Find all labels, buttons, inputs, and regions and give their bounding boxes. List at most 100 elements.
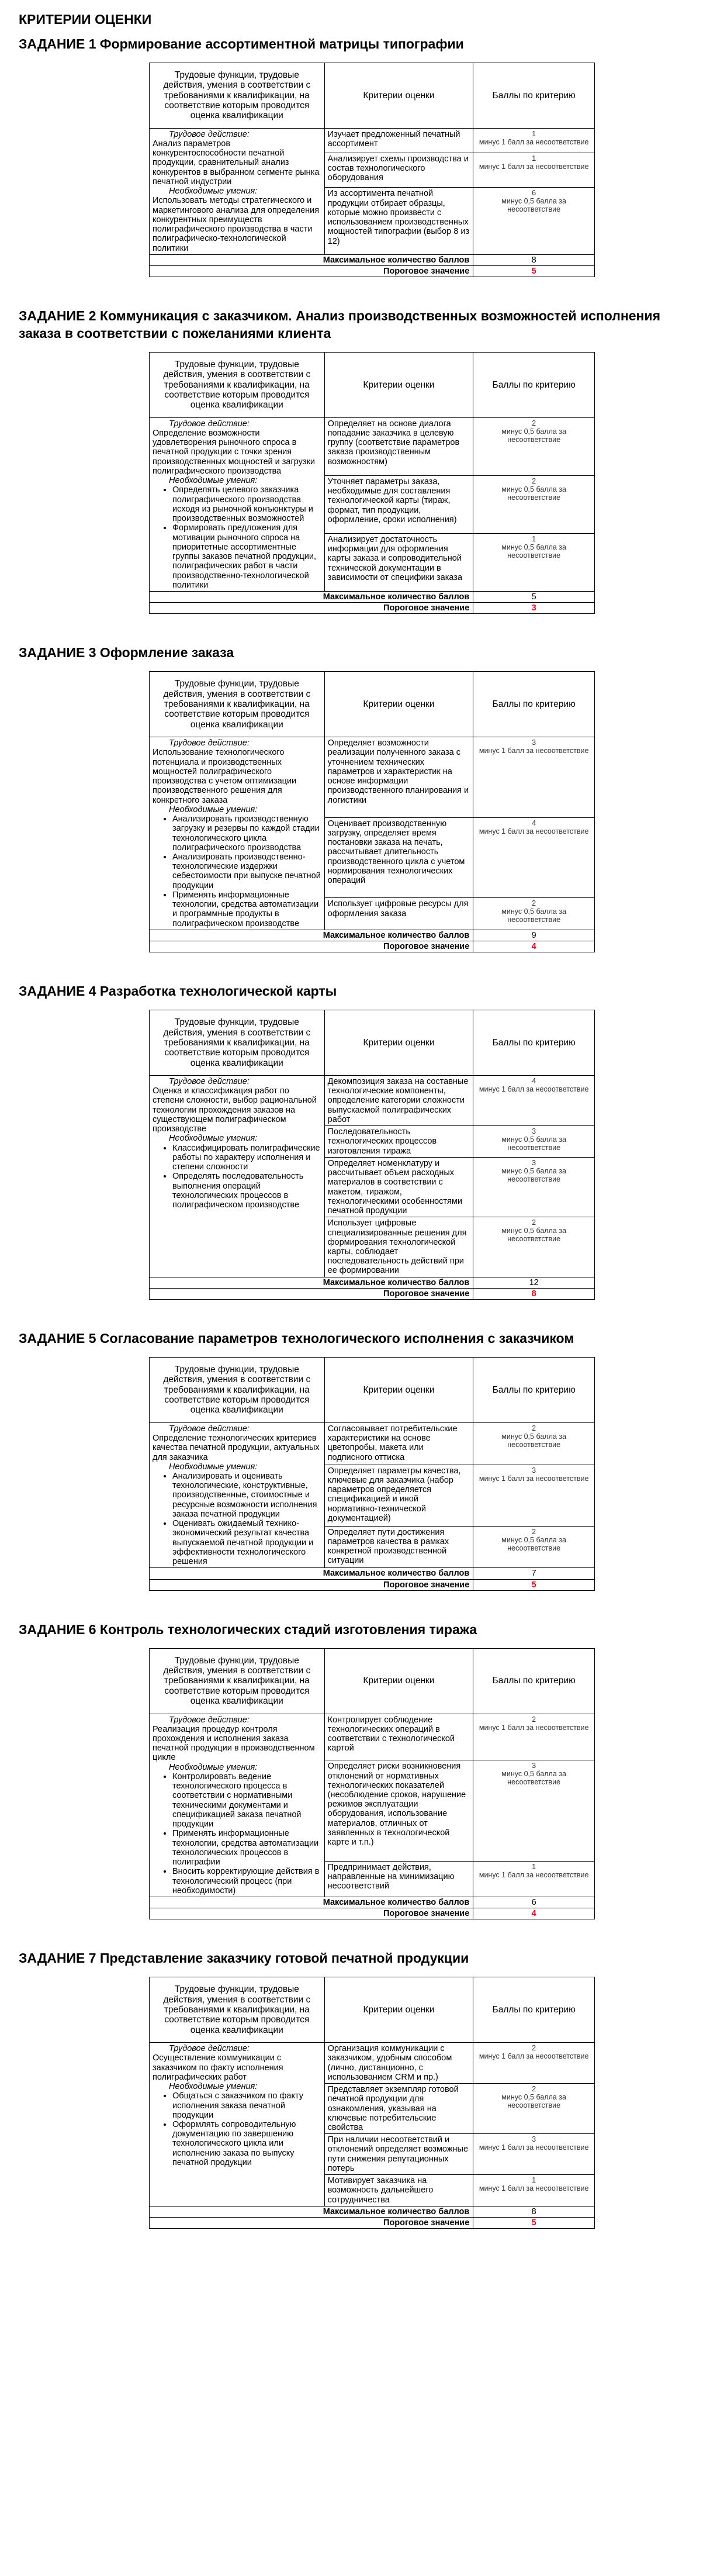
criterion-text: Определяет возможности реализации получе… bbox=[324, 737, 474, 818]
skills-label: Необходимые умения: bbox=[169, 804, 258, 814]
skill-item: Анализировать производственно-технологич… bbox=[172, 852, 321, 890]
action-text: Оценка и классификация работ по степени … bbox=[153, 1086, 317, 1134]
table-header-row: Трудовые функции, трудовые действия, уме… bbox=[149, 351, 595, 418]
criterion-text: Использует цифровые специализированные р… bbox=[324, 1217, 474, 1277]
max-label: Максимальное количество баллов bbox=[148, 1896, 474, 1909]
criterion-points: 6 bbox=[532, 189, 536, 198]
functions-cell: Трудовое действие:Определение возможност… bbox=[149, 417, 325, 592]
criterion-penalty: минус 1 балл за несоответствие bbox=[479, 1870, 589, 1879]
header-functions: Трудовые функции, трудовые действия, уме… bbox=[149, 62, 325, 129]
skill-item: Общаться с заказчиком по факту исполнени… bbox=[172, 2091, 321, 2120]
task-section: ЗАДАНИЕ 4 Разработка технологической кар… bbox=[19, 983, 691, 1300]
table-header-row: Трудовые функции, трудовые действия, уме… bbox=[149, 1977, 595, 2043]
skill-item: Оформлять сопроводительную документацию … bbox=[172, 2120, 321, 2167]
skill-item: Контролировать ведение технологического … bbox=[172, 1772, 321, 1829]
action-label: Трудовое действие: bbox=[169, 1077, 250, 1086]
criterion-penalty: минус 0,5 балла за несоответствие bbox=[501, 543, 566, 560]
table-row: Определяет параметры качества, ключевые … bbox=[150, 1464, 595, 1527]
skills-list: Анализировать и оценивать технологически… bbox=[153, 1472, 321, 1566]
max-value: 8 bbox=[473, 254, 595, 266]
criterion-penalty: минус 0,5 балла за несоответствие bbox=[501, 485, 566, 502]
criterion-points: 1 bbox=[532, 154, 536, 163]
criteria-table: Трудовые функции, трудовые действия, уме… bbox=[148, 1010, 595, 1300]
skills-label: Необходимые умения: bbox=[169, 476, 258, 486]
criterion-penalty: минус 0,5 балла за несоответствие bbox=[501, 907, 566, 924]
header-criteria: Критерии оценки bbox=[324, 671, 474, 738]
criteria-table: Трудовые функции, трудовые действия, уме… bbox=[148, 671, 595, 953]
criterion-points: 2 bbox=[532, 899, 536, 908]
task-title: ЗАДАНИЕ 3 Оформление заказа bbox=[19, 645, 234, 661]
criterion-penalty: минус 1 балл за несоответствие bbox=[479, 1723, 589, 1732]
criterion-text: Определяет пути достижения параметров ка… bbox=[324, 1525, 474, 1569]
criterion-text: Определяет риски возникновения отклонени… bbox=[324, 1760, 474, 1862]
task-section: ЗАДАНИЕ 7 Представление заказчику готово… bbox=[19, 1950, 691, 2229]
criterion-penalty: минус 1 балл за несоответствие bbox=[479, 162, 589, 171]
header-criteria: Критерии оценки bbox=[324, 1648, 474, 1714]
criterion-text: Определяет на основе диалога попадание з… bbox=[324, 417, 474, 476]
criterion-penalty: минус 0,5 балла за несоответствие bbox=[501, 1166, 566, 1183]
criterion-text: Использует цифровые ресурсы для оформлен… bbox=[324, 897, 474, 930]
max-label: Максимальное количество баллов bbox=[148, 254, 474, 266]
threshold-label: Пороговое значение bbox=[148, 941, 474, 953]
action-label: Трудовое действие: bbox=[169, 2044, 250, 2054]
document-page: КРИТЕРИИ ОЦЕНКИ ЗАДАНИЕ 1 Формирование а… bbox=[0, 0, 710, 2271]
functions-cell: Трудовое действие:Использование технолог… bbox=[149, 737, 325, 930]
functions-cell: Трудовое действие:Реализация процедур ко… bbox=[149, 1713, 325, 1897]
task-title: ЗАДАНИЕ 2 Коммуникация с заказчиком. Ана… bbox=[19, 308, 660, 341]
table-row: Определяет пути достижения параметров ка… bbox=[150, 1525, 595, 1569]
criterion-points: 2 bbox=[532, 1424, 536, 1432]
criterion-points: 3 bbox=[532, 1762, 536, 1770]
criterion-penalty: минус 0,5 балла за несоответствие bbox=[501, 1432, 566, 1449]
task-title: ЗАДАНИЕ 4 Разработка технологической кар… bbox=[19, 983, 337, 999]
criterion-penalty: минус 1 балл за несоответствие bbox=[479, 747, 589, 755]
task-section: ЗАДАНИЕ 6 Контроль технологических стади… bbox=[19, 1621, 691, 1920]
table-row: Анализирует схемы производства и состав … bbox=[150, 152, 595, 188]
action-label: Трудовое действие: bbox=[169, 419, 250, 429]
task-section: ЗАДАНИЕ 5 Согласование параметров технол… bbox=[19, 1330, 691, 1591]
table-row: Использует цифровые специализированные р… bbox=[150, 1217, 595, 1277]
max-label: Максимальное количество баллов bbox=[148, 1276, 474, 1289]
max-label: Максимальное количество баллов bbox=[148, 929, 474, 942]
header-points: Баллы по критерию bbox=[473, 1357, 595, 1423]
criterion-points: 1 bbox=[532, 1862, 536, 1871]
criterion-text: Из ассортимента печатной продукции отбир… bbox=[324, 187, 474, 255]
criterion-text: Анализирует схемы производства и состав … bbox=[324, 152, 474, 188]
table-row: Предпринимает действия, направленные на … bbox=[150, 1860, 595, 1897]
task-title: ЗАДАНИЕ 5 Согласование параметров технол… bbox=[19, 1331, 574, 1346]
task-title: ЗАДАНИЕ 7 Представление заказчику готово… bbox=[19, 1950, 469, 1966]
table-row: Анализирует достаточность информации для… bbox=[150, 533, 595, 592]
action-text: Реализация процедур контроля прохождения… bbox=[153, 1724, 315, 1763]
action-text: Определение технологических критериев ка… bbox=[153, 1434, 320, 1462]
skills-label: Необходимые умения: bbox=[169, 187, 258, 196]
table-row: Трудовое действие:Определение технологич… bbox=[149, 1422, 595, 1569]
task-section: ЗАДАНИЕ 1 Формирование ассортиментной ма… bbox=[19, 36, 691, 278]
functions-cell: Трудовое действие:Определение технологич… bbox=[149, 1422, 325, 1569]
criterion-text: Согласовывает потребительские характерис… bbox=[324, 1422, 474, 1465]
criterion-penalty: минус 1 балл за несоответствие bbox=[479, 2143, 589, 2152]
threshold-label: Пороговое значение bbox=[148, 1579, 474, 1591]
criterion-text: Декомпозиция заказа на составные техноло… bbox=[324, 1075, 474, 1127]
header-criteria: Критерии оценки bbox=[324, 351, 474, 418]
action-text: Анализ параметров конкурентоспособности … bbox=[153, 139, 320, 187]
criterion-points: 2 bbox=[532, 1527, 536, 1536]
skill-item: Анализировать производственную загрузку … bbox=[172, 814, 321, 852]
header-criteria: Критерии оценки bbox=[324, 1010, 474, 1076]
table-row: Трудовое действие:Осуществление коммуник… bbox=[149, 2042, 595, 2206]
